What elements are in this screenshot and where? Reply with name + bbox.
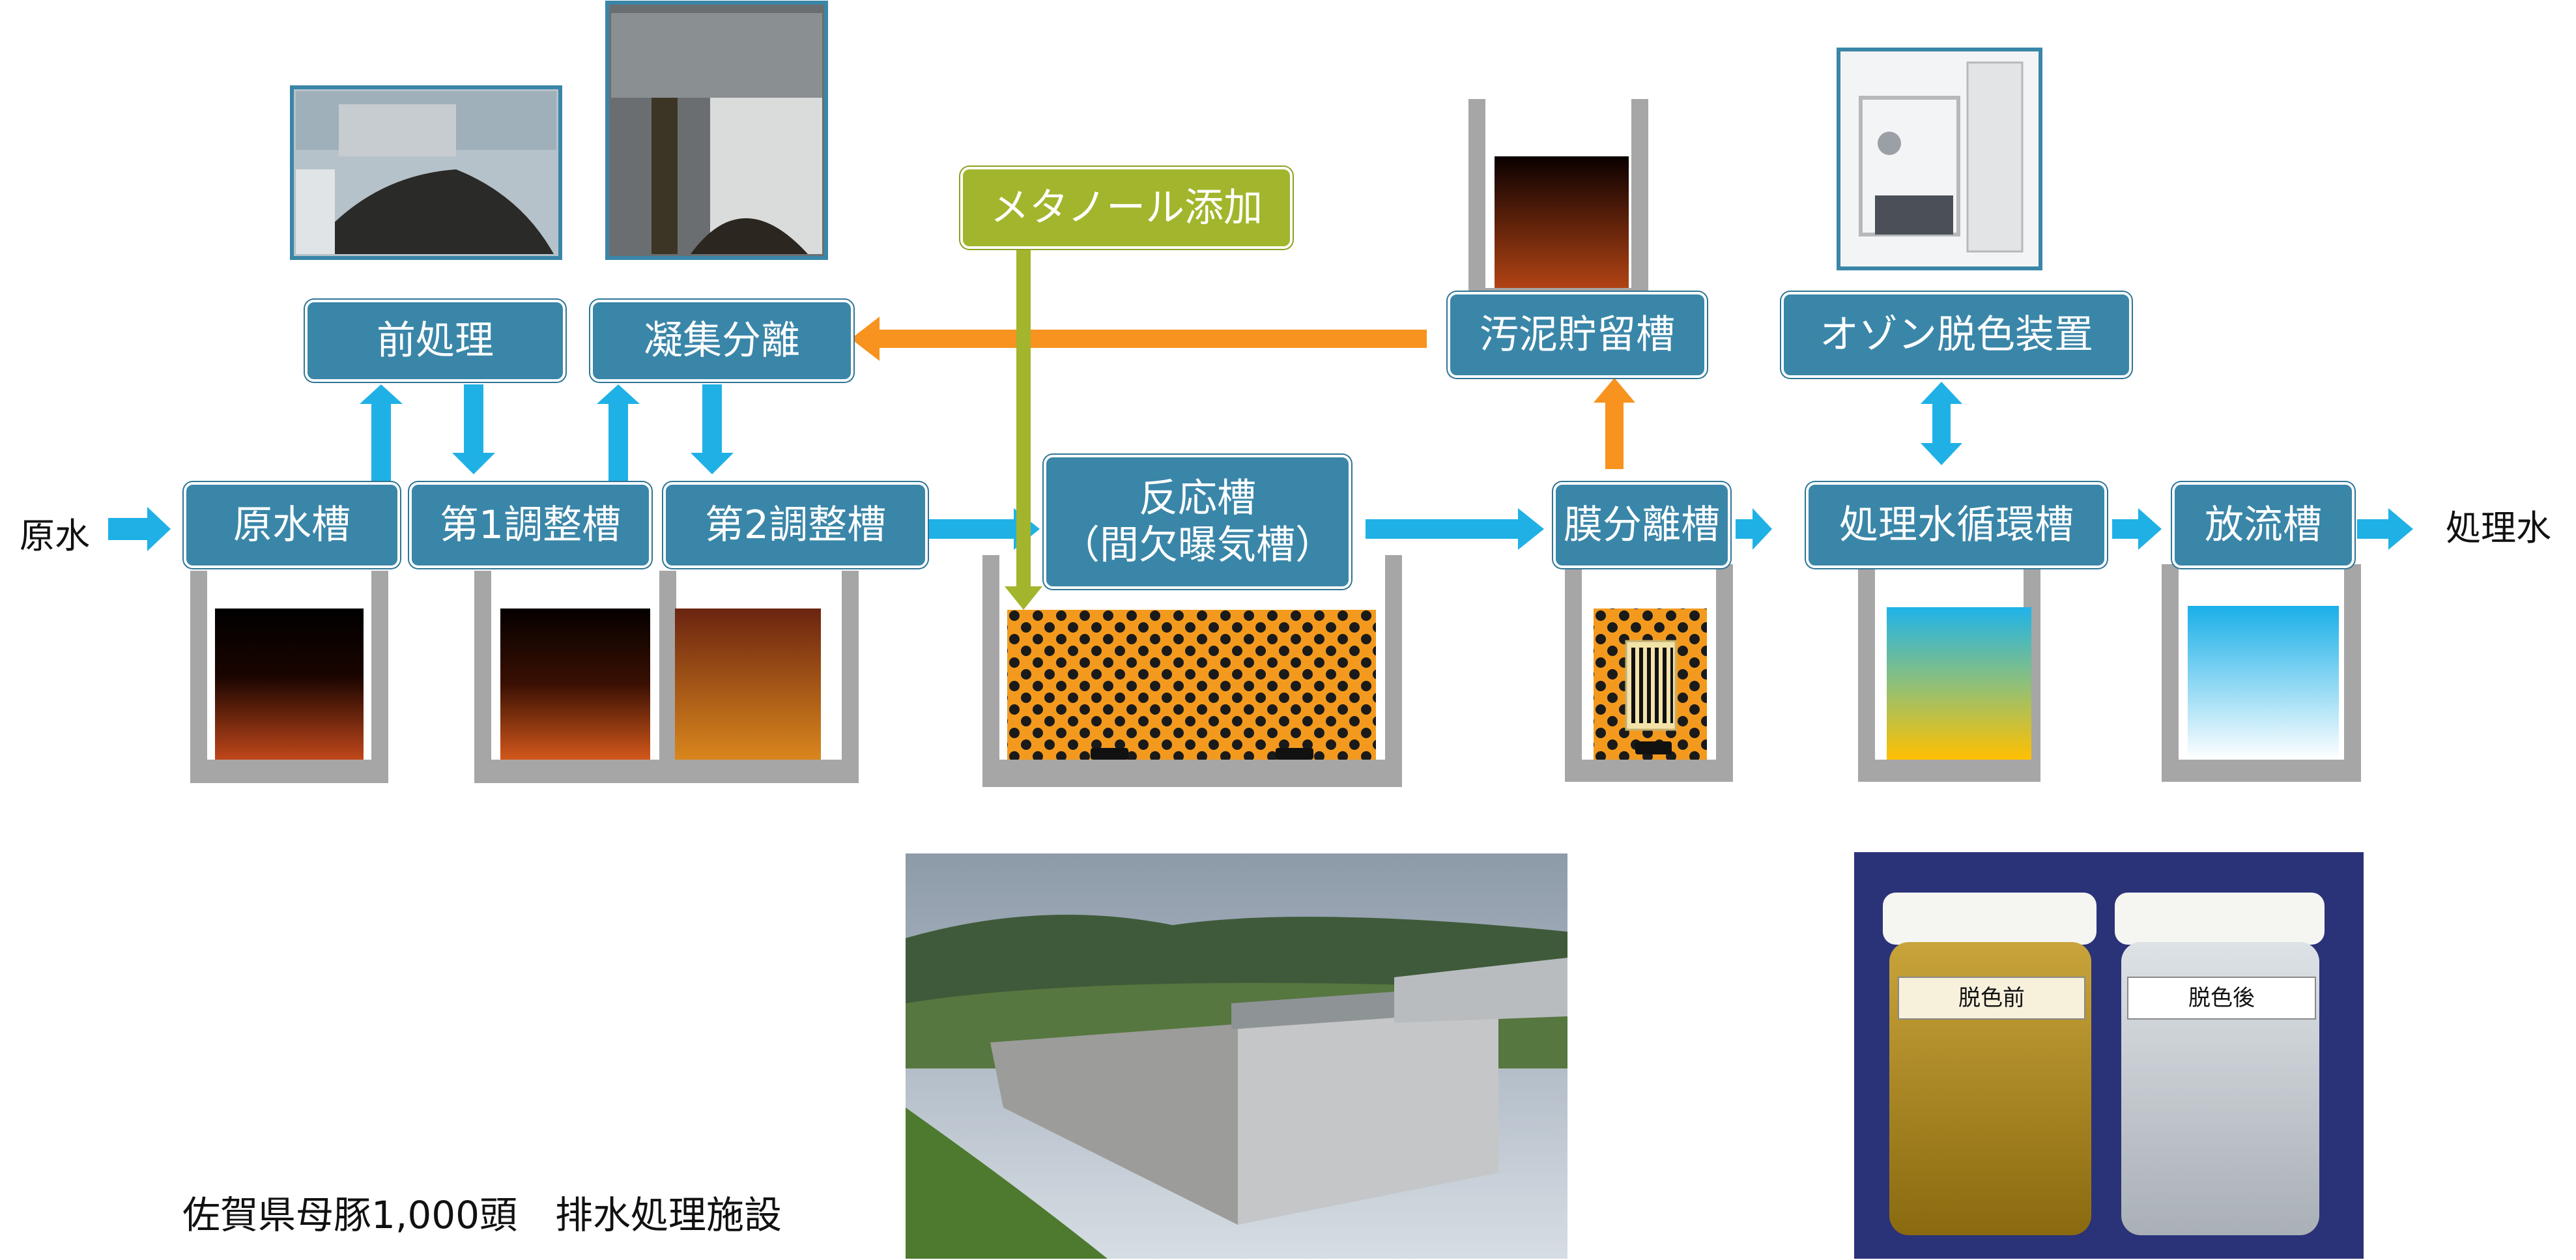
arrow-membrane-sludge-up	[1594, 378, 1635, 469]
facility-photo	[906, 853, 1567, 1259]
water-flow-arrows	[108, 507, 2413, 551]
arrow-raw-up	[360, 384, 403, 482]
arrow-coag-down	[691, 384, 734, 474]
arrow-raw-in	[108, 507, 171, 551]
jars-photo	[1854, 852, 2364, 1259]
arrow-circulation-discharge	[2112, 508, 2162, 550]
vertical-water-arrows	[360, 382, 1962, 482]
ozone-device-box: オゾン脱色装置	[1781, 292, 2132, 378]
arrow-pre-down	[452, 384, 495, 474]
facility-caption: 佐賀県母豚1,000頭 排水処理施設	[182, 1193, 782, 1237]
treated-water-label: 処理水	[2446, 508, 2551, 549]
discharge-tank-vessel	[2162, 564, 2361, 782]
coagulation-photo	[605, 1, 828, 260]
sludge-storage-box: 汚泥貯留槽	[1448, 292, 1707, 378]
arrow-reaction-membrane	[1366, 508, 1544, 550]
reaction-tank-vessel	[982, 555, 1402, 787]
raw-tank-box: 原水槽	[184, 482, 400, 568]
pretreatment-photo	[290, 85, 562, 260]
raw-water-label: 原水	[20, 515, 90, 556]
ozone-device-photo	[1837, 48, 2042, 270]
arrow-membrane-circulation	[1736, 508, 1772, 550]
arrow-adjust2-reaction	[881, 508, 1040, 550]
arrow-sludge-return	[851, 317, 1427, 361]
adjust2-box: 第2調整槽	[663, 482, 928, 568]
arrow-treated-out	[2357, 508, 2413, 550]
circulation-tank-box: 処理水循環槽	[1806, 482, 2107, 568]
circulation-tank-vessel	[1858, 564, 2040, 782]
arrow-adjust1-up	[597, 384, 640, 482]
methanol-box: メタノール添加	[960, 167, 1293, 249]
coagulation-box: 凝集分離	[590, 300, 853, 382]
membrane-tank-vessel	[1565, 564, 1733, 782]
membrane-tank-box: 膜分離槽	[1553, 482, 1730, 568]
jar-label-after: 脱色後	[2188, 985, 2255, 1011]
arrow-ozone-bidirectional	[1921, 382, 1962, 465]
reaction-tank-box: 反応槽 （間欠曝気槽）	[1044, 455, 1351, 589]
adjust-tanks-vessel	[474, 571, 859, 783]
methanol-line	[1005, 248, 1042, 610]
discharge-tank-box: 放流槽	[2172, 482, 2354, 568]
raw-tank-vessel	[190, 571, 388, 783]
sludge-storage-vessel	[1468, 99, 1648, 309]
pretreatment-box: 前処理	[305, 300, 565, 382]
sludge-arrows	[851, 317, 1635, 469]
jar-label-before: 脱色前	[1958, 985, 2025, 1011]
adjust1-box: 第1調整槽	[409, 482, 651, 568]
